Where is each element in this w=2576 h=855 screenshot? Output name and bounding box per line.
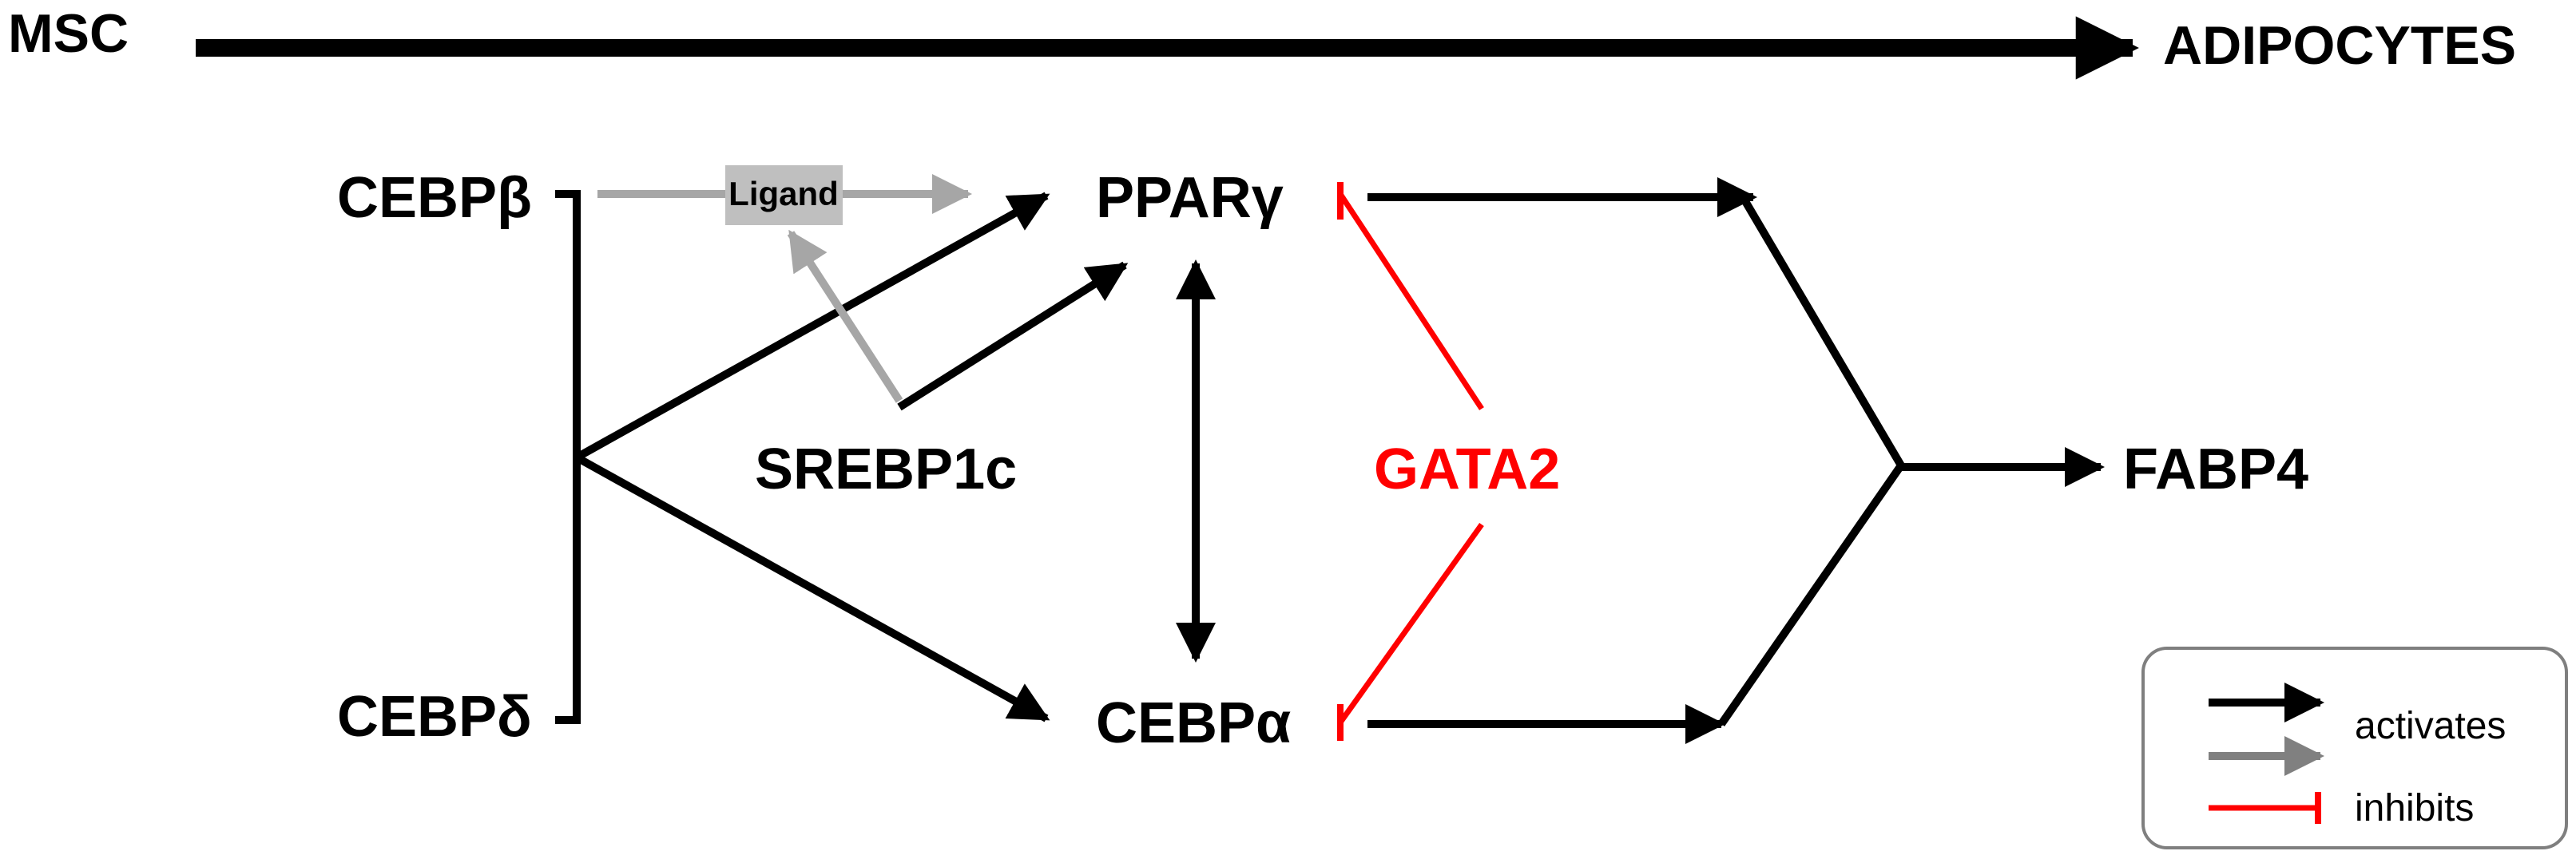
legend: activates inhibits — [2141, 647, 2568, 849]
node-fabp4: FABP4 — [2123, 437, 2308, 501]
node-ligand: Ligand — [728, 175, 839, 212]
adipocytes-label: ADIPOCYTES — [2163, 15, 2516, 76]
arrow-srebp1c-to-ppar — [897, 261, 1129, 411]
inhibit-gata2-to-ppar — [1338, 192, 1484, 410]
arrow-cebp-to-ppar — [574, 192, 1050, 461]
ligand-box — [725, 165, 843, 225]
inhibit-gata2-to-cebpa — [1338, 522, 1484, 725]
node-cebpa: CEBPα — [1096, 691, 1291, 755]
msc-label: MSC — [8, 3, 129, 64]
converge-lines — [1717, 195, 1905, 726]
arrow-srebp1c-to-ligand — [787, 229, 903, 403]
legend-inhibits-label: inhibits — [2355, 787, 2474, 829]
legend-activates-label: activates — [2355, 705, 2506, 747]
node-srebp1c: SREBP1c — [755, 437, 1017, 501]
node-cebpd: CEBPδ — [337, 685, 532, 749]
node-cebpb: CEBPβ — [337, 166, 532, 230]
cebp-bracket — [555, 190, 581, 724]
arrow-cebp-to-cebpa — [574, 453, 1050, 722]
legend-box — [2141, 647, 2568, 849]
node-gata2: GATA2 — [1374, 437, 1560, 501]
node-ppar: PPARγ — [1096, 166, 1284, 230]
